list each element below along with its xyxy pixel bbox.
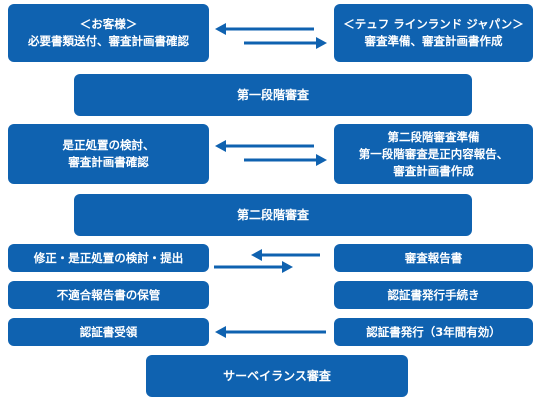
audit-report-label: 審査報告書 [404, 250, 463, 265]
ncr-storage-box: 不適合報告書の保管 [8, 281, 209, 309]
customer-docs-text: 必要書類送付、審査計画書確認 [28, 34, 189, 48]
corrective-submit-label: 修正・是正処置の検討・提出 [33, 250, 184, 265]
corrective-review-line2: 審査計画書確認 [68, 155, 149, 169]
arrow-left-icon [215, 23, 314, 35]
stage2-prep-box: 第二段階審査準備 第一段階審査是正内容報告、 審査計画書作成 [334, 124, 533, 184]
surveillance-audit-box: サーベイランス審査 [146, 355, 408, 397]
tuv-prep-box: ＜テュフ ラインランド ジャパン＞ 審査準備、審査計画書作成 [334, 4, 533, 62]
corrective-submit-box: 修正・是正処置の検討・提出 [8, 244, 209, 272]
arrow-right-icon [244, 37, 327, 49]
arrow-left-icon [215, 140, 314, 152]
stage2-prep-line3: 審査計画書作成 [393, 163, 474, 178]
surveillance-audit-label: サーベイランス審査 [223, 368, 331, 383]
cert-receipt-label: 認証書受領 [79, 324, 138, 339]
tuv-prep-text: 審査準備、審査計画書作成 [364, 34, 503, 48]
corrective-review-line1: 是正処置の検討、 [62, 138, 155, 152]
stage1-audit-box: 第一段階審査 [74, 74, 472, 116]
tuv-label: ＜テュフ ラインランド ジャパン＞ [343, 17, 524, 31]
arrow-right-icon [214, 261, 293, 273]
ncr-storage-label: 不適合報告書の保管 [56, 287, 161, 302]
customer-label: ＜お客様＞ [79, 17, 138, 31]
arrow-right-icon [244, 154, 327, 166]
arrow-left-icon [251, 249, 320, 261]
cert-issue-label: 認証書発行（3年間有効） [366, 324, 501, 339]
stage1-audit-label: 第一段階審査 [236, 87, 309, 102]
cert-procedure-box: 認証書発行手続き [334, 281, 533, 309]
audit-report-box: 審査報告書 [334, 244, 533, 272]
stage2-audit-box: 第二段階審査 [74, 194, 472, 236]
stage2-audit-label: 第二段階審査 [236, 207, 309, 222]
stage2-prep-line1: 第二段階審査準備 [387, 129, 480, 144]
cert-receipt-box: 認証書受領 [8, 318, 209, 346]
customer-docs-box: ＜お客様＞ 必要書類送付、審査計画書確認 [8, 4, 209, 62]
cert-issue-box: 認証書発行（3年間有効） [334, 318, 533, 346]
arrow-left-icon [215, 326, 326, 338]
stage2-prep-line2: 第一段階審査是正内容報告、 [358, 146, 509, 161]
corrective-review-box: 是正処置の検討、 審査計画書確認 [8, 124, 209, 184]
cert-procedure-label: 認証書発行手続き [387, 287, 480, 302]
